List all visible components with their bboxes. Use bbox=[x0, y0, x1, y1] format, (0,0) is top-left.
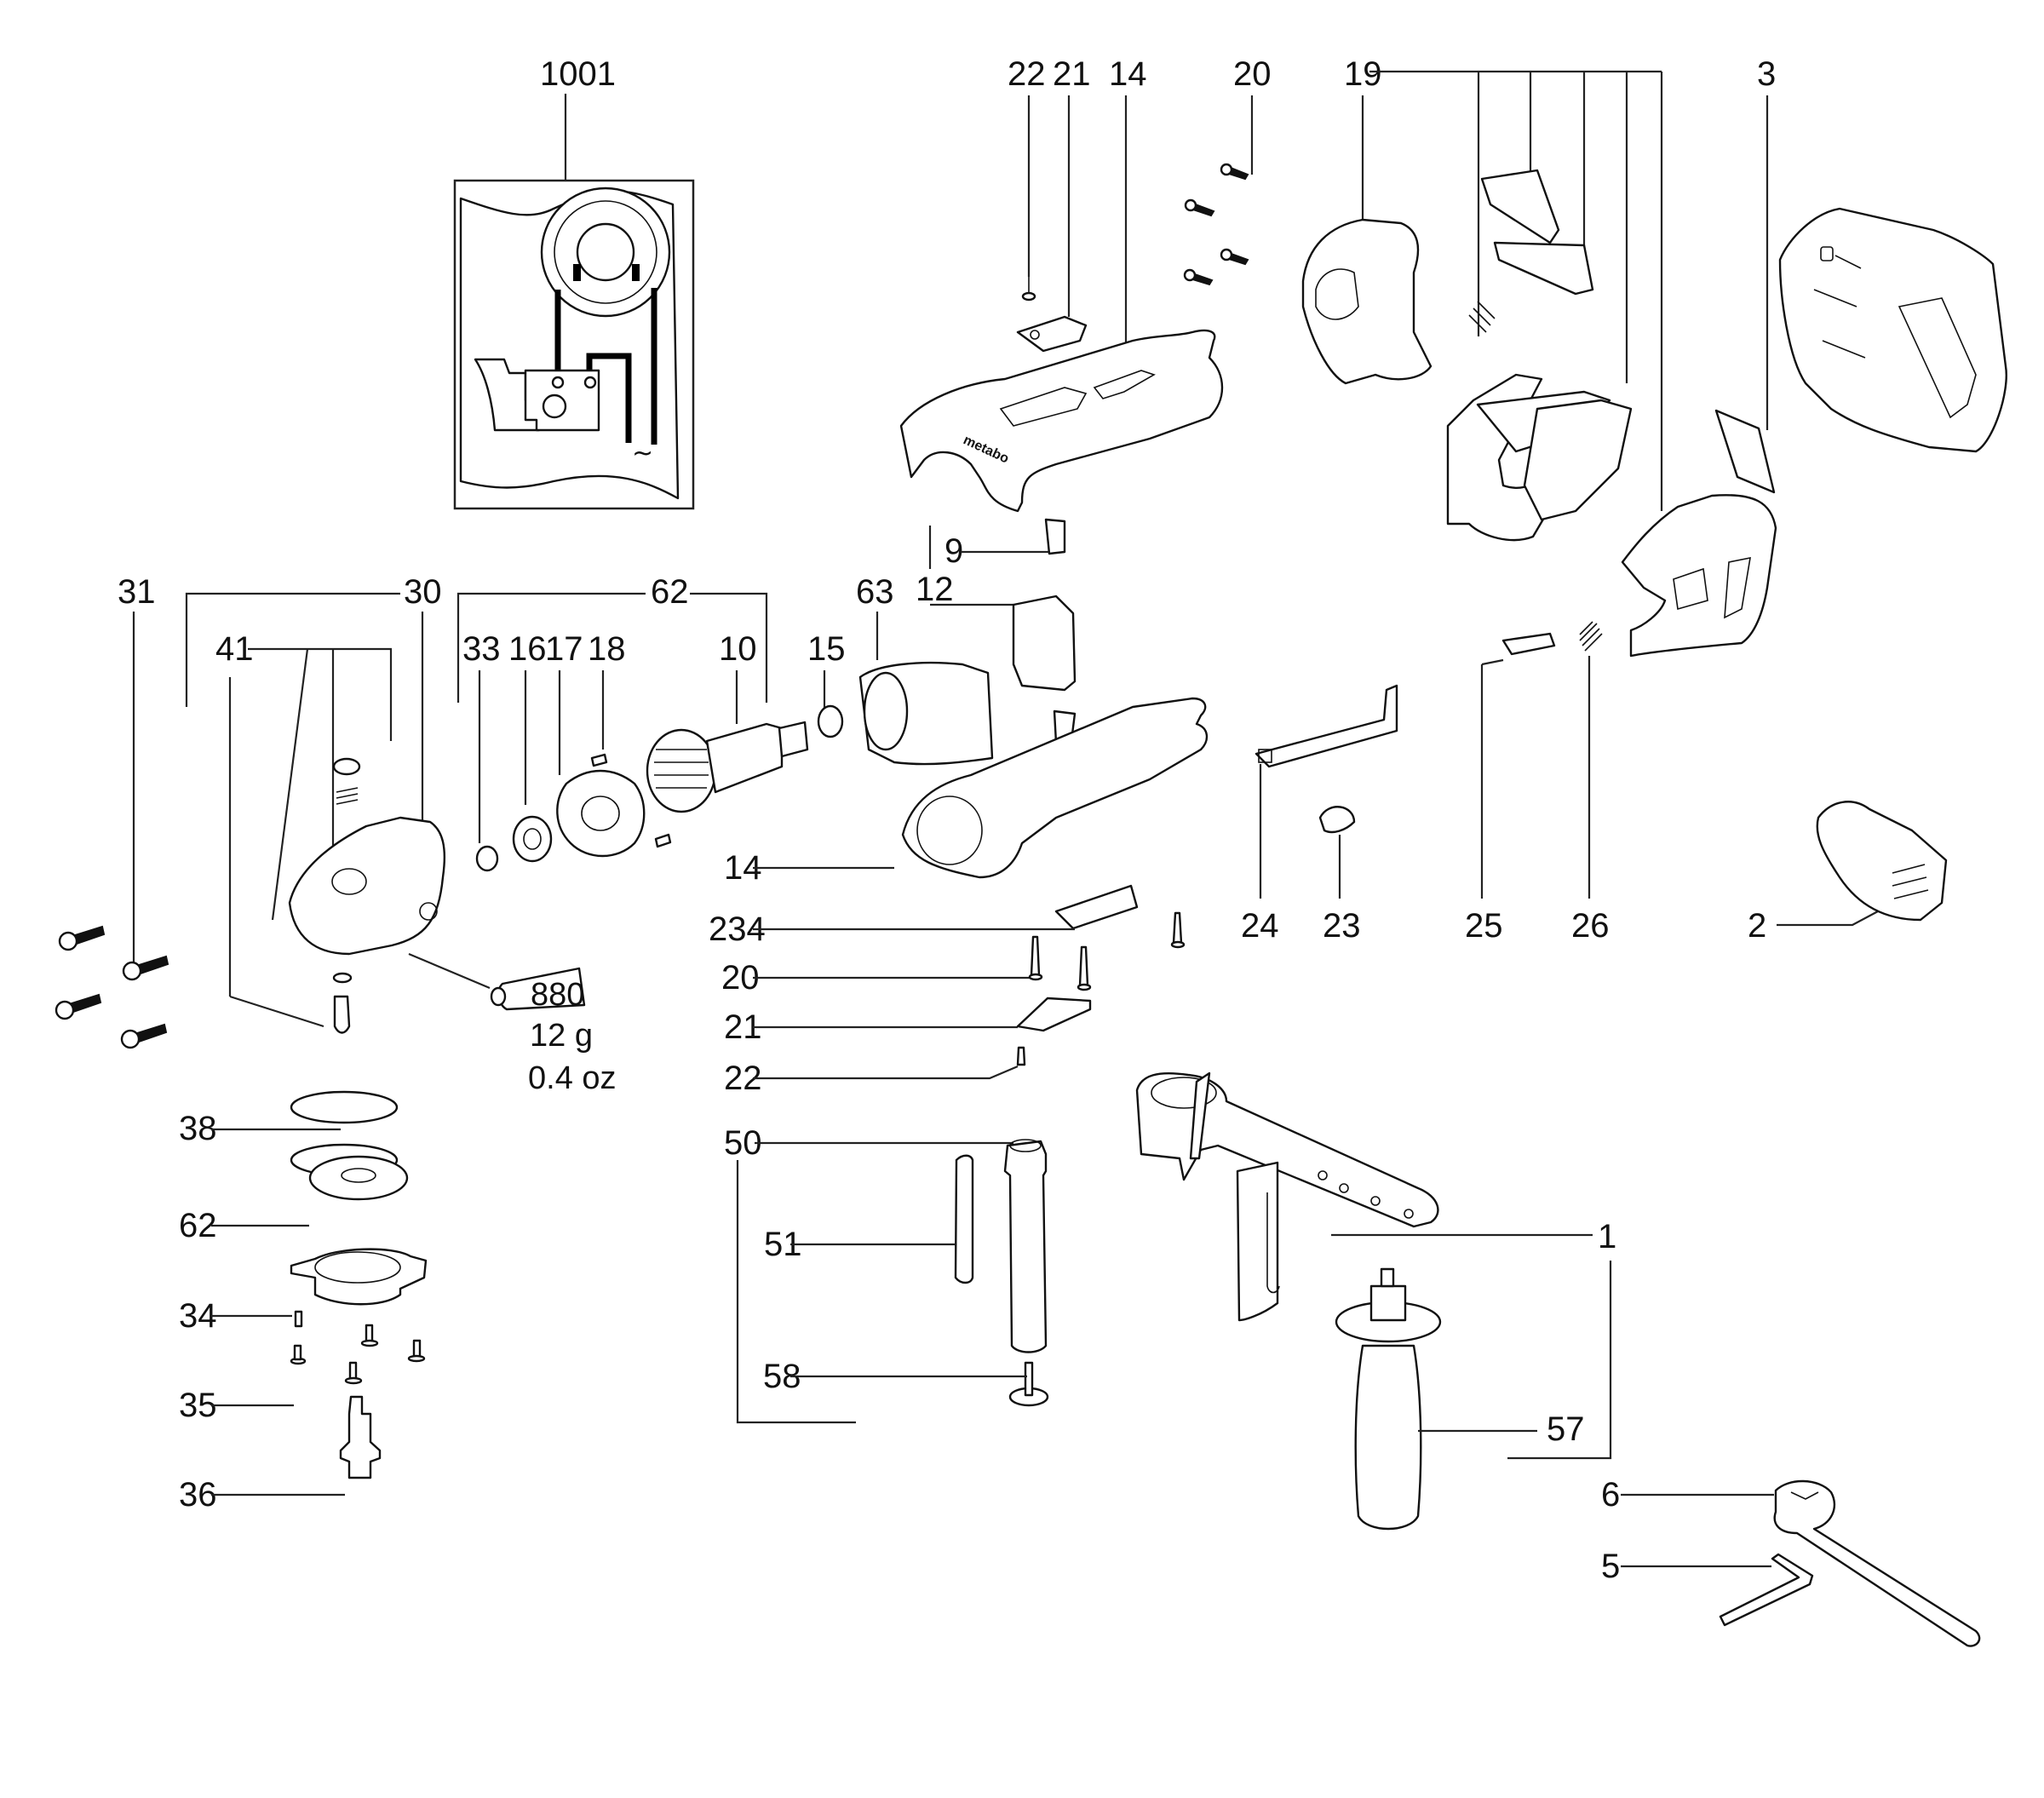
top-labels: 22 21 14 20 19 3 bbox=[1008, 55, 1776, 511]
part-23-cap bbox=[1318, 806, 1356, 834]
motor-group-parts bbox=[475, 661, 994, 872]
part-12-brush-holder bbox=[1012, 595, 1077, 692]
part-33-circlip bbox=[475, 845, 499, 872]
label-36[interactable]: 36 bbox=[179, 1476, 217, 1514]
clamp-lever bbox=[1189, 1071, 1211, 1160]
grease-weight-metric: 12 g bbox=[530, 1018, 593, 1054]
part-22-screw-top bbox=[1021, 277, 1036, 302]
part-21-cover-plate-top bbox=[1016, 315, 1088, 353]
part-14-housing-lower bbox=[901, 697, 1209, 930]
part-62-bevel-gear bbox=[308, 1155, 409, 1201]
part-41-parts bbox=[332, 757, 361, 1034]
part-50-flange-nut bbox=[1003, 1140, 1048, 1353]
label-1001[interactable]: 1001 bbox=[540, 55, 616, 93]
label-14-top[interactable]: 14 bbox=[1109, 55, 1147, 93]
label-19[interactable]: 19 bbox=[1344, 55, 1382, 93]
lower-right-accessories: 1 57 6 5 bbox=[1135, 1071, 1981, 1647]
label-38[interactable]: 38 bbox=[179, 1110, 217, 1147]
label-31[interactable]: 31 bbox=[118, 573, 156, 611]
mid-bottom-labels: 14 234 20 21 22 bbox=[709, 849, 1186, 1097]
part-19-switch-module bbox=[1301, 169, 1633, 542]
part-3-label bbox=[1714, 409, 1776, 494]
part-10-armature bbox=[646, 721, 809, 813]
label-20-top[interactable]: 20 bbox=[1233, 55, 1272, 93]
label-63[interactable]: 63 bbox=[856, 573, 894, 611]
grease-tube: 880 12 g 0.4 oz bbox=[408, 952, 617, 1096]
label-33[interactable]: 33 bbox=[462, 630, 501, 668]
part-24-bar bbox=[1255, 684, 1398, 768]
label-18[interactable]: 18 bbox=[588, 630, 626, 668]
part-21-cover-plate-mid bbox=[1016, 997, 1092, 1032]
label-2[interactable]: 2 bbox=[1748, 907, 1766, 945]
label-34[interactable]: 34 bbox=[179, 1297, 217, 1335]
label-57[interactable]: 57 bbox=[1547, 1410, 1585, 1448]
mid-left-labels: 31 30 41 bbox=[118, 573, 442, 1028]
label-6[interactable]: 6 bbox=[1601, 1476, 1620, 1514]
label-41[interactable]: 41 bbox=[215, 630, 254, 668]
label-62-top[interactable]: 62 bbox=[651, 573, 689, 611]
label-1[interactable]: 1 bbox=[1598, 1218, 1616, 1255]
part-20-screws-top bbox=[1183, 163, 1249, 286]
part-2-guard-cap: 2 bbox=[1748, 801, 1948, 945]
grease-code: 880 bbox=[531, 977, 584, 1013]
part-9-brush bbox=[1044, 518, 1066, 555]
label-23[interactable]: 23 bbox=[1323, 907, 1361, 945]
label-12[interactable]: 12 bbox=[916, 571, 954, 608]
part-6-wrench bbox=[1773, 1479, 1981, 1647]
part-1-depth-stop bbox=[1135, 1071, 1593, 1322]
label-21-top[interactable]: 21 bbox=[1053, 55, 1091, 93]
part-31-screws bbox=[55, 925, 169, 1049]
part-234-label bbox=[1054, 884, 1139, 930]
label-25[interactable]: 25 bbox=[1465, 907, 1503, 945]
part-16-bearing bbox=[512, 815, 553, 863]
motor-group-labels: 62 63 33 16 17 18 10 15 bbox=[456, 573, 894, 843]
wiring-diagram-1001: 1001 ~ bbox=[453, 55, 695, 510]
part-15-bearing bbox=[817, 704, 844, 738]
lower-left-stack: 38 62 34 35 36 bbox=[179, 1090, 428, 1514]
label-17[interactable]: 17 bbox=[545, 630, 583, 668]
label-5[interactable]: 5 bbox=[1601, 1548, 1620, 1585]
label-3[interactable]: 3 bbox=[1757, 55, 1776, 93]
lower-middle-stack: 50 51 58 bbox=[724, 1124, 1049, 1424]
label-26[interactable]: 26 bbox=[1571, 907, 1610, 945]
part-25-latch bbox=[1501, 632, 1556, 656]
part-19-spring bbox=[1468, 301, 1496, 333]
part-35-screws bbox=[290, 1310, 426, 1385]
battery-pack bbox=[1778, 207, 2007, 453]
grease-weight-imperial: 0.4 oz bbox=[528, 1060, 617, 1096]
part-51-key bbox=[954, 1154, 974, 1284]
parts-24-23: 24 23 25 26 bbox=[1241, 656, 1610, 945]
part-18-screw bbox=[590, 753, 608, 767]
label-30[interactable]: 30 bbox=[404, 573, 442, 611]
label-22-top[interactable]: 22 bbox=[1008, 55, 1046, 93]
part-38-oring-a bbox=[290, 1090, 399, 1124]
part-34-bearing-flange bbox=[290, 1248, 428, 1306]
label-16[interactable]: 16 bbox=[508, 630, 547, 668]
part-63-sleeve bbox=[858, 661, 994, 766]
part-26-spring bbox=[1579, 621, 1603, 652]
part-57-side-handle bbox=[1335, 1267, 1442, 1531]
label-15[interactable]: 15 bbox=[807, 630, 846, 668]
part-right-end-cap bbox=[1621, 494, 1777, 658]
armature-icon bbox=[576, 222, 635, 282]
part-17-plate bbox=[556, 769, 646, 858]
label-62-low[interactable]: 62 bbox=[179, 1207, 217, 1244]
label-9[interactable]: 9 bbox=[944, 532, 963, 570]
label-10[interactable]: 10 bbox=[719, 630, 757, 668]
part-36-spindle bbox=[339, 1395, 382, 1479]
part-14-housing-upper: metabo bbox=[899, 329, 1224, 513]
part-19-clip-a bbox=[1480, 169, 1560, 244]
label-24[interactable]: 24 bbox=[1241, 907, 1279, 945]
part-5-hex-key bbox=[1719, 1553, 1814, 1627]
part-30-gear-housing bbox=[288, 816, 446, 956]
label-35[interactable]: 35 bbox=[179, 1387, 217, 1424]
part-19-clip-b bbox=[1493, 241, 1594, 296]
ac-symbol: ~ bbox=[632, 439, 653, 468]
